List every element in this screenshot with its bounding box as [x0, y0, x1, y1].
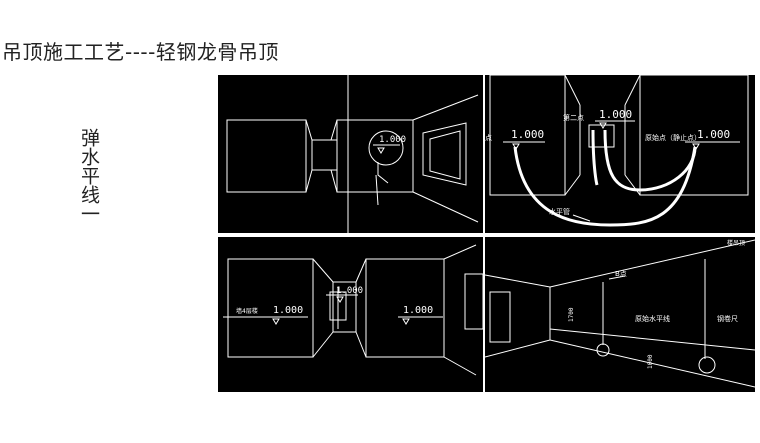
panel1-drawing: 1.000: [226, 75, 479, 233]
panel4-drawing: B点 楼吊顶 原始水平线 钢卷尺 1700 1000: [485, 239, 755, 388]
slide-title: 吊顶施工工艺----轻钢龙骨吊顶: [2, 40, 279, 64]
p4-top-right-label: 楼吊顶: [727, 239, 745, 247]
p4-tape-label: 钢卷尺: [717, 314, 738, 323]
p2-origin-point-label: 原始点（静止点）: [645, 133, 701, 142]
p3-level-right: 1.000: [403, 305, 433, 316]
p2-left-cut-label: 点: [485, 134, 492, 142]
p1-level-text: 1.000: [379, 135, 406, 145]
p3-level-mid: 1.000: [336, 286, 363, 296]
panel-transfer-level: 墙4层楼 1.000 1.000 1.000: [218, 237, 483, 392]
p3-left-label: 墙4层楼: [236, 307, 258, 315]
p2-tube-label: 水平管: [549, 207, 570, 216]
p2-level-left: 1.000: [511, 128, 544, 141]
panel-perspective-room: B点 楼吊顶 原始水平线 钢卷尺 1700 1000: [485, 237, 755, 392]
p2-level-right: 1.000: [697, 128, 730, 141]
p2-second-point-label: 第二点: [563, 113, 584, 122]
panel2-drawing: 点 1.000 第二点 1.000 原始点（静止点） 1.000 水平管: [485, 75, 749, 227]
p4-origin-line-label: 原始水平线: [635, 314, 670, 323]
panel3-drawing: 墙4层楼 1.000 1.000 1.000: [223, 244, 483, 376]
panel-corridor-level-mark: 1.000: [218, 75, 483, 233]
p2-level-mid: 1.000: [599, 108, 632, 121]
p3-level-left: 1.000: [273, 305, 303, 316]
side-label: 弹水平线一: [78, 128, 100, 223]
panel-water-level-tube: 点 1.000 第二点 1.000 原始点（静止点） 1.000 水平管: [485, 75, 755, 233]
p4-b-point-label: B点: [615, 270, 627, 278]
p4-dim-b: 1000: [647, 354, 654, 369]
p4-dim-a: 1700: [568, 307, 575, 322]
